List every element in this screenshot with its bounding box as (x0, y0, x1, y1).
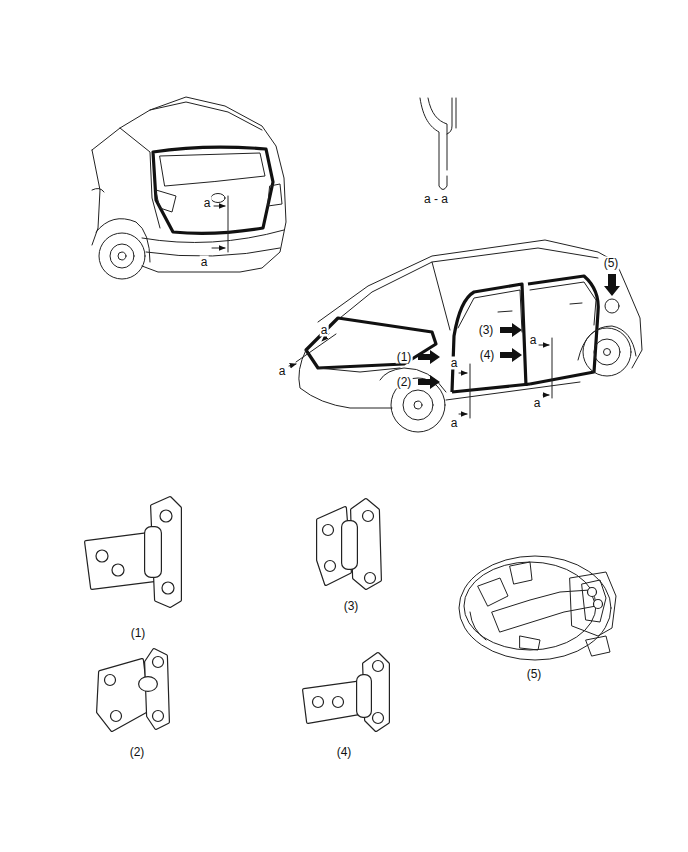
callout-number: (3) (343, 600, 360, 613)
front-vehicle (289, 240, 642, 432)
callout-number: (2) (396, 376, 413, 389)
hinge-1 (86, 498, 180, 606)
callout-number: (1) (130, 627, 147, 640)
callout-number: (1) (396, 351, 413, 364)
section-label: a (450, 357, 459, 370)
section-title: a - a (423, 193, 449, 206)
section-label: a (529, 334, 538, 347)
section-label: a (278, 365, 287, 378)
section-label: a (533, 397, 542, 410)
section-label: a (450, 417, 459, 430)
section-label: a (320, 324, 329, 337)
callout-number: (4) (479, 349, 496, 362)
section-label: a (203, 197, 212, 210)
callout-number: (5) (603, 257, 620, 270)
hinge-4 (304, 654, 388, 730)
section-profile (420, 98, 456, 190)
callout-number: (4) (336, 746, 353, 759)
rear-vehicle (92, 97, 286, 279)
hinge-3 (318, 500, 380, 588)
callout-number: (2) (129, 746, 146, 759)
hinge-2 (98, 650, 168, 730)
callout-number: (3) (478, 324, 495, 337)
section-label: a (200, 256, 209, 269)
fuel-lid (459, 556, 616, 660)
callout-number: (5) (526, 668, 543, 681)
